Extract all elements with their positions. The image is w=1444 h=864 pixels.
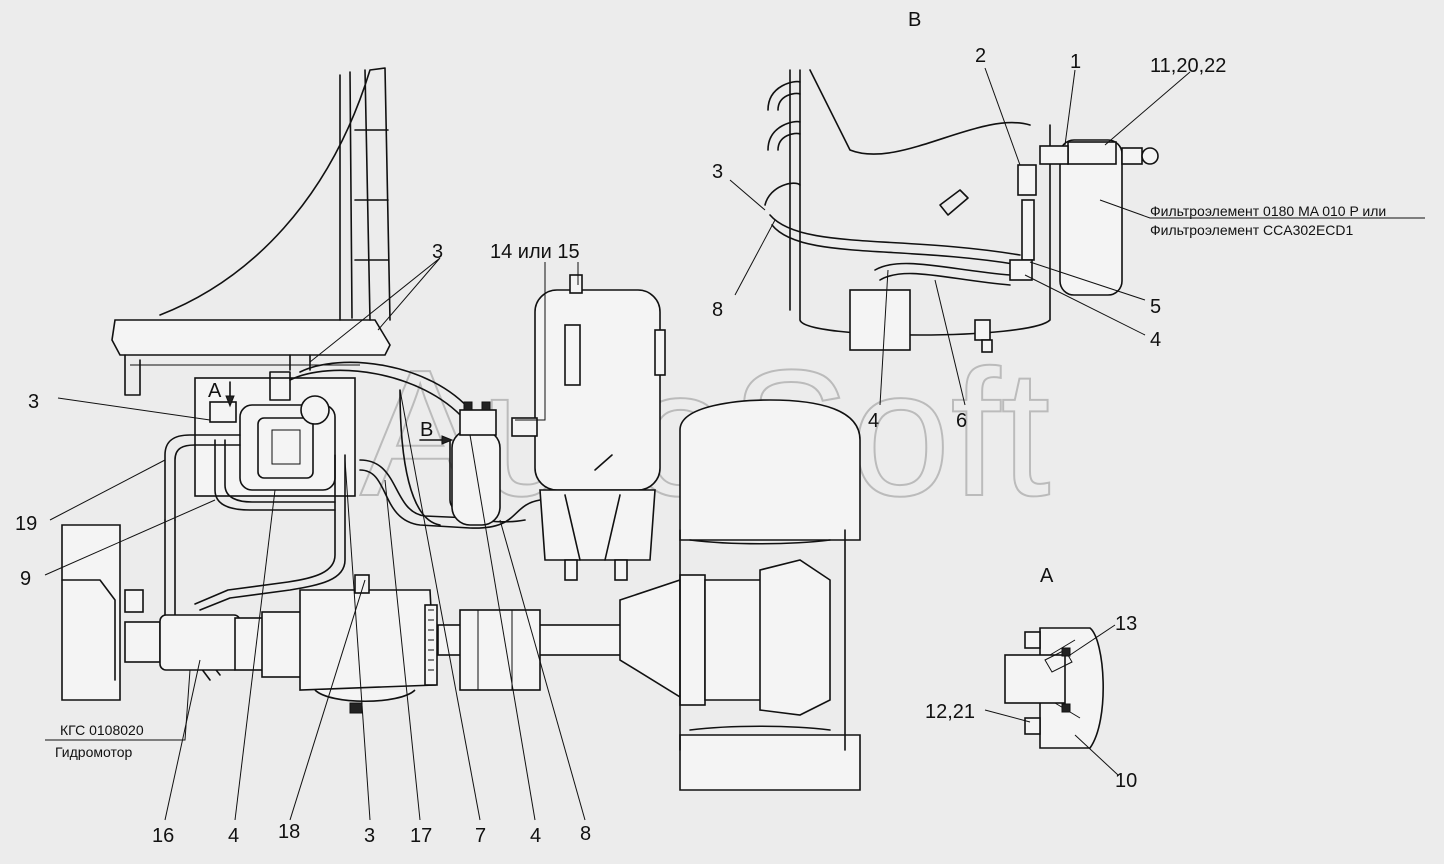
callout-16: 16	[152, 825, 174, 847]
view-b-detail	[764, 69, 1159, 353]
callout-19: 19	[15, 513, 37, 535]
leader-lines-main	[44, 257, 586, 821]
view-a-callout-12-21: 12,21	[925, 701, 975, 723]
cab-frame	[111, 67, 391, 396]
axle-hub	[437, 559, 831, 716]
filter-note-line1: Фильтроэлемент 0180 MA 010 P или	[1150, 203, 1386, 219]
callout-4-b: 4	[530, 825, 541, 847]
pump-assembly	[194, 371, 356, 497]
callout-8: 8	[580, 823, 591, 845]
oil-tank	[511, 274, 666, 581]
view-b-callout-3: 3	[712, 161, 723, 183]
callout-18: 18	[278, 821, 300, 843]
motor-note-line1: КГС 0108020	[60, 722, 144, 738]
callout-17: 17	[410, 825, 432, 847]
gearbox	[299, 574, 438, 714]
arrow-b-label: B	[420, 419, 433, 441]
hydromotor	[61, 524, 303, 701]
view-b-callout-11-20-22: 11,20,22	[1150, 55, 1226, 77]
view-a-callout-13: 13	[1115, 613, 1137, 635]
callout-3-bottom: 3	[364, 825, 375, 847]
view-a-title: A	[1040, 565, 1054, 587]
motor-note-line2: Гидромотор	[55, 744, 133, 760]
view-b-leaders	[729, 67, 1425, 406]
view-b-callout-4-bottom: 4	[868, 410, 879, 432]
view-b-callout-4-right: 4	[1150, 329, 1161, 351]
view-b-callout-2: 2	[975, 45, 986, 67]
callout-3-top: 3	[432, 241, 443, 263]
callout-4-a: 4	[228, 825, 239, 847]
callout-3-left: 3	[28, 391, 39, 413]
view-b-callout-6: 6	[956, 410, 967, 432]
callout-7: 7	[475, 825, 486, 847]
view-a-callout-10: 10	[1115, 770, 1137, 792]
view-arrows: A B	[208, 380, 454, 445]
callout-9: 9	[20, 568, 31, 590]
view-b-callout-8: 8	[712, 299, 723, 321]
right-tire	[679, 399, 861, 791]
callout-14-or-15: 14 или 15	[490, 241, 580, 263]
filter-main	[451, 401, 501, 526]
filter-note-line2: Фильтроэлемент CCA302ECD1	[1150, 222, 1354, 238]
arrow-a-label: A	[208, 380, 222, 402]
view-b-callout-1: 1	[1070, 51, 1081, 73]
view-b-callout-5: 5	[1150, 296, 1161, 318]
view-a-detail	[1004, 627, 1104, 749]
view-b-title: В	[908, 9, 921, 31]
view-a-leaders	[984, 624, 1119, 776]
